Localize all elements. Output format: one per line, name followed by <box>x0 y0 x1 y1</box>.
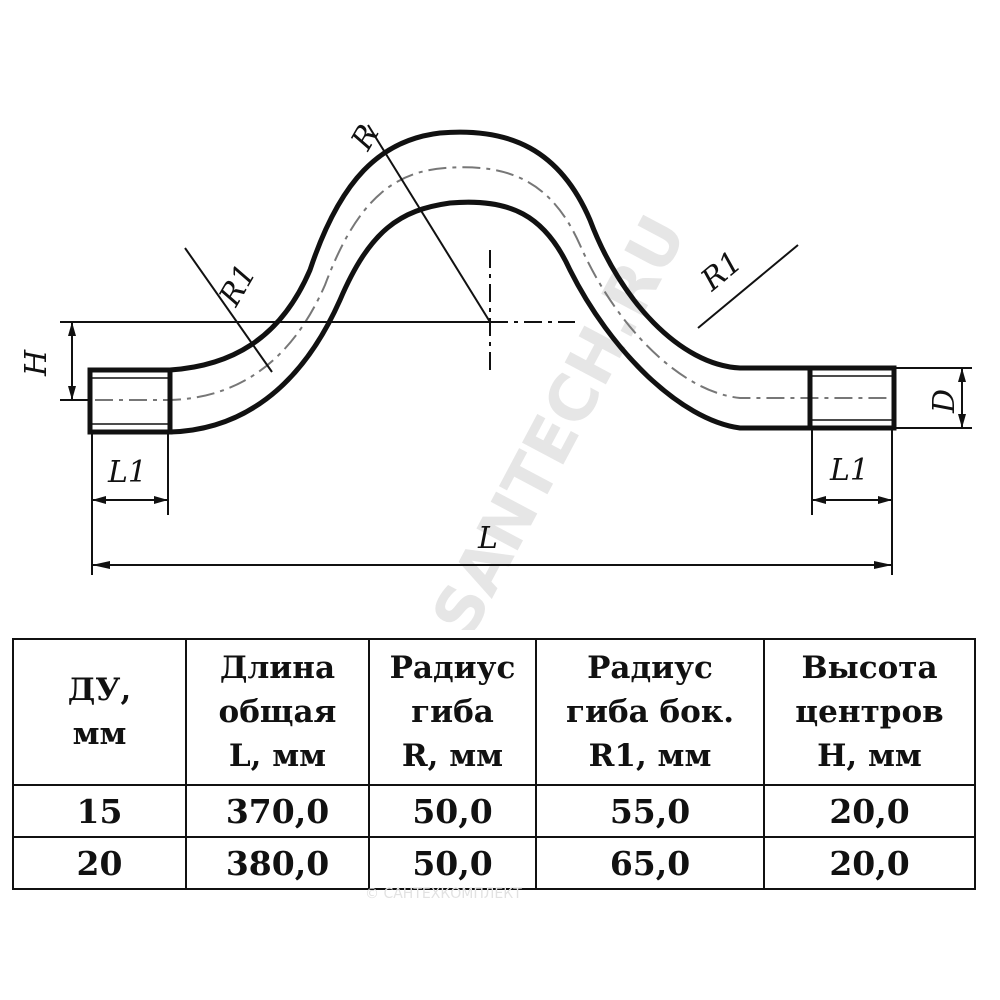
pipe-bypass-drawing: SANTECH.RU H R R1 R1 D <box>19 119 972 630</box>
watermark: SANTECH.RU <box>419 204 702 630</box>
header-height-h: Высота центров H, мм <box>763 638 976 786</box>
cell-length-l: 380,0 <box>185 836 370 890</box>
right-threaded-end <box>807 365 897 431</box>
cell-radius-r1: 55,0 <box>535 784 765 838</box>
label-h: H <box>19 349 54 377</box>
cell-radius-r1: 65,0 <box>535 836 765 890</box>
label-l1-left: L1 <box>107 455 147 490</box>
label-l1-right: L1 <box>829 453 869 488</box>
table-row: 15 370,0 50,0 55,0 20,0 <box>12 784 976 838</box>
leader-r1-left <box>184 247 273 373</box>
header-radius-r: Радиус гиба R, мм <box>368 638 537 786</box>
pipe-centerline <box>95 166 900 401</box>
header-du: ДУ, мм <box>12 638 187 786</box>
label-r1-right: R1 <box>694 245 749 299</box>
leader-r1-right <box>697 244 799 329</box>
cell-radius-r: 50,0 <box>368 836 537 890</box>
table-header-row: ДУ, мм Длина общая L, мм Радиус гиба R, … <box>12 638 976 786</box>
leader-r <box>367 124 491 323</box>
label-d: D <box>927 389 962 414</box>
pipe-body <box>169 129 810 435</box>
dimension-h <box>60 250 575 401</box>
header-length-l: Длина общая L, мм <box>185 638 370 786</box>
cell-height-h: 20,0 <box>763 836 976 890</box>
cell-du: 20 <box>12 836 187 890</box>
dimension-arrows <box>68 322 966 569</box>
label-r1-left: R1 <box>212 258 264 312</box>
label-r: R <box>344 119 386 157</box>
cell-height-h: 20,0 <box>763 784 976 838</box>
cell-radius-r: 50,0 <box>368 784 537 838</box>
table-row: 20 380,0 50,0 65,0 20,0 <box>12 836 976 890</box>
cell-du: 15 <box>12 784 187 838</box>
label-l: L <box>477 521 498 556</box>
cell-length-l: 370,0 <box>185 784 370 838</box>
header-radius-r1: Радиус гиба бок. R1, мм <box>535 638 765 786</box>
dimensions-table: ДУ, мм Длина общая L, мм Радиус гиба R, … <box>12 638 976 890</box>
watermark-bottom: © САНТЕХКОМПЛЕКТ <box>365 886 522 902</box>
